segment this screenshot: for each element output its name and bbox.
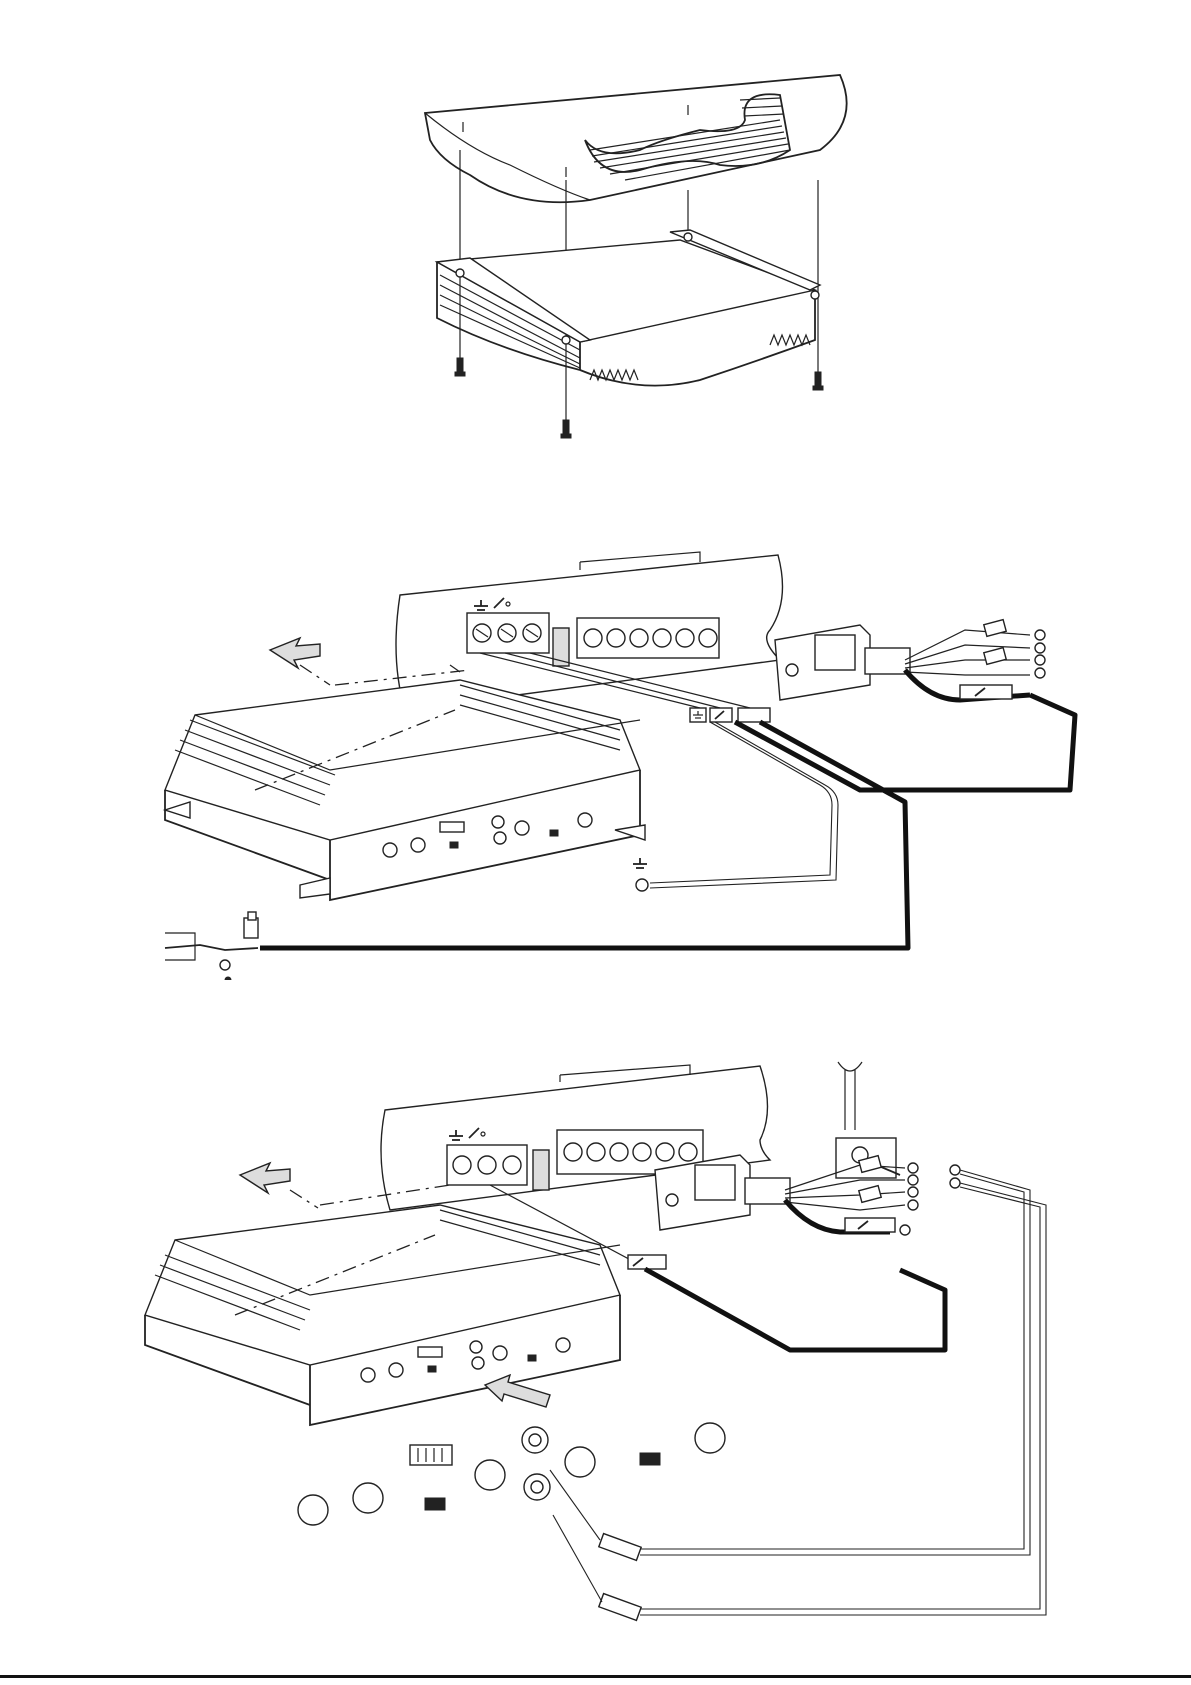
- fuse: [533, 1150, 549, 1190]
- gain-knob: [353, 1483, 383, 1513]
- slide-switch: [640, 1453, 660, 1465]
- remote-wire-label: [710, 708, 732, 722]
- gain-knob: [361, 1368, 375, 1382]
- slide-switch: [450, 842, 458, 848]
- screw: [561, 420, 571, 438]
- slide-switch: [428, 1366, 436, 1372]
- figure-signal-wiring: [0, 1050, 1191, 1660]
- power-terminal-block: [447, 1145, 527, 1185]
- amplifier: [145, 1205, 620, 1425]
- screw-hole: [684, 233, 692, 241]
- remote-wire-label: [628, 1255, 666, 1269]
- crossover-knob: [515, 821, 529, 835]
- bass-knob: [695, 1423, 725, 1453]
- power-wiring-drawing: [0, 540, 1191, 980]
- screw-hole: [562, 336, 570, 344]
- crossover-knob: [475, 1460, 505, 1490]
- gain-knob: [389, 1363, 403, 1377]
- bass-knob: [578, 813, 592, 827]
- airflow-arrow-icon: [270, 638, 320, 668]
- screw: [455, 358, 465, 376]
- dip-switch: [440, 822, 464, 832]
- rca-input-jack: [470, 1341, 482, 1353]
- rca-input-jack: [494, 832, 506, 844]
- ground-wire-label: [690, 708, 706, 722]
- bass-knob: [556, 1338, 570, 1352]
- slide-switch: [550, 830, 558, 836]
- gain-knob: [411, 838, 425, 852]
- rca-plug: [599, 1594, 641, 1621]
- speaker-terminal-block: [577, 618, 719, 658]
- slide-switch: [528, 1355, 536, 1361]
- screw-hole: [811, 291, 819, 299]
- dip-switch: [418, 1347, 442, 1357]
- screw: [813, 372, 823, 390]
- control-panel-detail: [298, 1423, 725, 1525]
- figure-heatsink-mounting: [0, 0, 1191, 460]
- figure-power-wiring: [0, 540, 1191, 980]
- insertion-arrow-icon: [485, 1375, 550, 1407]
- power-terminal-block: [467, 613, 549, 653]
- rca-input-jack: [492, 816, 504, 828]
- battery-connector: [165, 912, 258, 980]
- signal-wiring-drawing: [0, 1050, 1191, 1660]
- airflow-arrow-icon: [240, 1163, 290, 1193]
- gain-knob: [383, 843, 397, 857]
- crossover-knob: [493, 1346, 507, 1360]
- slide-switch: [425, 1498, 445, 1510]
- heatsink-mounting-drawing: [0, 0, 1191, 460]
- amplifier-body: [437, 230, 820, 386]
- amplifier: [165, 680, 645, 900]
- rca-plug: [599, 1534, 641, 1561]
- remote-wire-label: [845, 1218, 895, 1232]
- remote-wire-label: [960, 685, 1012, 699]
- battery-wire-label: [738, 708, 770, 722]
- screw-hole: [456, 269, 464, 277]
- ground-symbol-icon: [633, 858, 647, 868]
- page-bottom-rule: [0, 1675, 1191, 1678]
- dip-switch: [410, 1445, 452, 1465]
- crossover-knob: [565, 1447, 595, 1477]
- ground-lug: [636, 879, 648, 891]
- gain-knob: [298, 1495, 328, 1525]
- rca-input-jack: [472, 1357, 484, 1369]
